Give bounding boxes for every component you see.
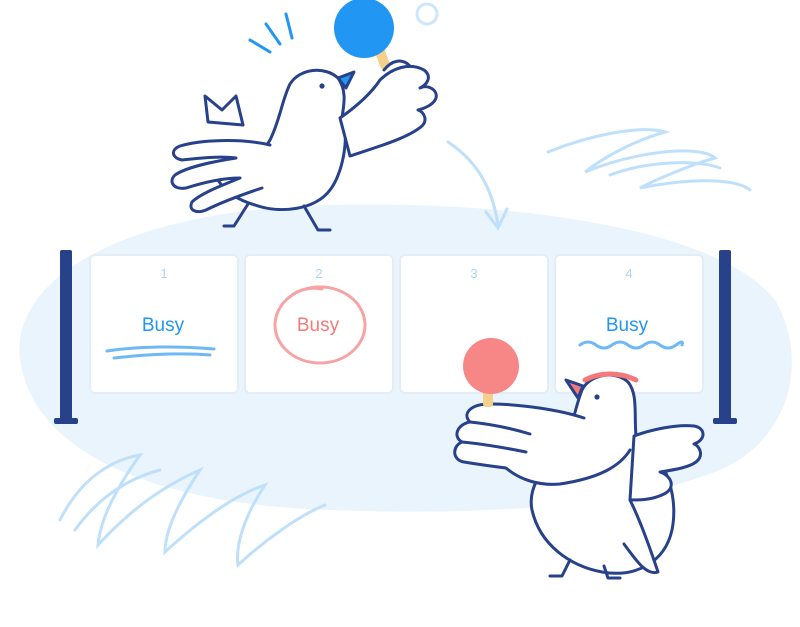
red-paddle-icon — [463, 338, 519, 407]
scribble-bottom-left — [58, 452, 327, 569]
bird-with-blue-paddle-icon — [170, 64, 438, 232]
slot-number: 2 — [315, 266, 322, 281]
ball-outline-icon — [415, 2, 439, 26]
slot-card-1: 1 Busy — [89, 254, 239, 394]
curved-arrow-icon — [446, 140, 509, 231]
slot-card-2: 2 Busy — [244, 254, 394, 394]
slot-status: Busy — [297, 315, 340, 336]
slot-number: 3 — [470, 266, 477, 281]
bird-with-red-paddle-icon — [453, 371, 705, 580]
wavy-underline-icon — [578, 340, 684, 350]
net-post-left-base — [54, 418, 78, 424]
circle-marking-tail — [290, 286, 324, 297]
slot-status: Busy — [606, 315, 649, 336]
net-post-right — [719, 250, 731, 422]
scribble-top-right — [546, 128, 752, 192]
double-underline-icon — [105, 345, 216, 360]
net-post-right-base — [713, 418, 737, 424]
slot-card-4: 4 Busy — [554, 254, 704, 394]
slot-number: 1 — [160, 266, 167, 281]
slot-status: Busy — [142, 315, 185, 336]
motion-lines-icon — [248, 12, 294, 54]
slot-number: 4 — [625, 266, 632, 281]
circle-marking-icon — [273, 285, 367, 365]
blue-paddle-icon — [334, 0, 412, 72]
net-post-left — [60, 250, 72, 422]
